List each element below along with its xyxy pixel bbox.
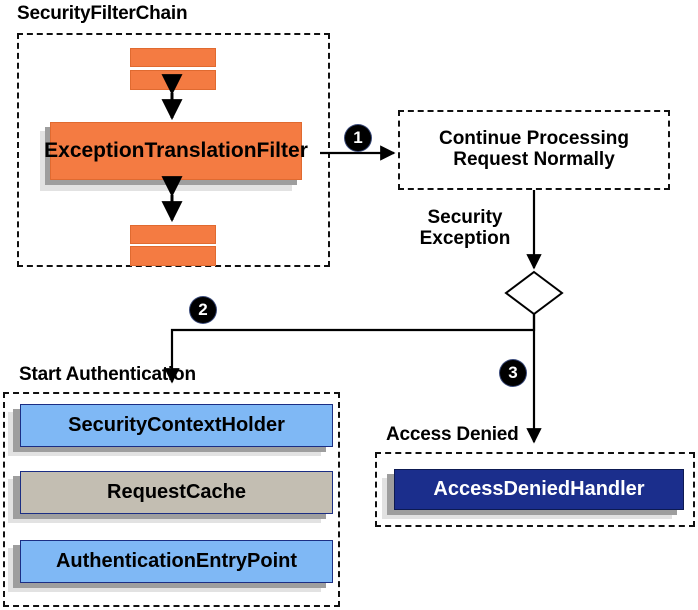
group-access-denied <box>375 452 695 527</box>
badge-3: 3 <box>500 360 526 386</box>
group-start-authentication <box>3 392 340 607</box>
group-security-filter-chain <box>17 33 330 267</box>
decision-diamond <box>504 270 564 316</box>
filter-bar-bottom-1 <box>130 225 216 244</box>
node-exception-translation-filter[interactable]: ExceptionTranslationFilter <box>44 122 308 180</box>
node-continue-processing[interactable]: Continue Processing Request Normally <box>398 110 670 190</box>
arrow-edge-2-start-authentication <box>164 314 536 384</box>
filter-bar-top-1 <box>130 48 216 67</box>
node-security-context-holder[interactable]: SecurityContextHolder <box>20 404 333 447</box>
label-security-exception: Security Exception <box>419 207 511 250</box>
group-title-start-authentication: Start Authentication <box>19 364 196 385</box>
group-title-security-filter-chain: SecurityFilterChain <box>17 3 188 24</box>
filter-bar-bottom-2 <box>130 246 216 266</box>
badge-1: 1 <box>345 125 371 151</box>
group-title-access-denied: Access Denied <box>386 424 519 445</box>
badge-2: 2 <box>190 297 216 323</box>
node-request-cache[interactable]: RequestCache <box>20 471 333 514</box>
node-authentication-entry-point[interactable]: AuthenticationEntryPoint <box>20 540 333 583</box>
filter-bar-top-2 <box>130 70 216 90</box>
node-access-denied-handler[interactable]: AccessDeniedHandler <box>394 469 684 510</box>
